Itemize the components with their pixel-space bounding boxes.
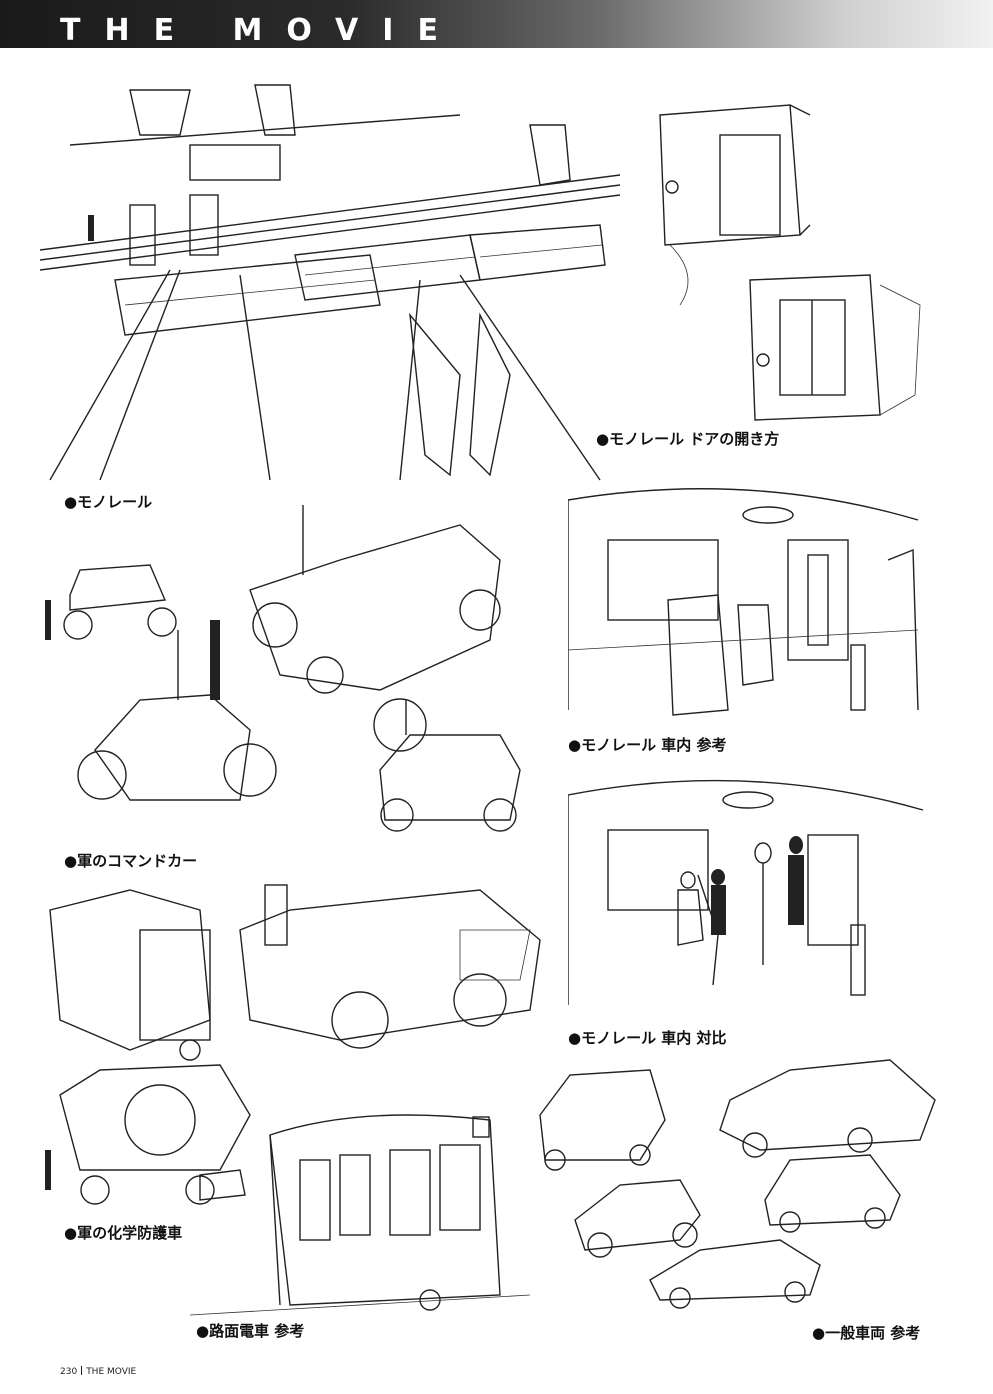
- general-vehicles-sketch: [530, 1050, 950, 1310]
- caption-command-car: ●軍のコマンドカー: [64, 852, 198, 870]
- caption-monorail-interior-compare: ●モノレール 車内 対比: [568, 1029, 727, 1047]
- page-header-title: THE MOVIE: [60, 13, 462, 48]
- caption-general-vehicles: ●一般車両 参考: [812, 1324, 921, 1342]
- monorail-door-sketch: [640, 95, 940, 445]
- monorail-interior-ref-sketch: [568, 480, 933, 730]
- caption-chem-vehicle: ●軍の化学防護車: [64, 1224, 183, 1242]
- page-footer: 230 THE MOVIE: [60, 1366, 136, 1377]
- command-car-sketch: [40, 500, 550, 840]
- footer-section: THE MOVIE: [86, 1367, 137, 1377]
- streetcar-sketch: [190, 1105, 530, 1335]
- footer-separator: [81, 1366, 83, 1375]
- caption-monorail: ●モノレール: [64, 493, 153, 511]
- caption-monorail-interior-ref: ●モノレール 車内 参考: [568, 736, 727, 754]
- monorail-sketch: [40, 75, 620, 485]
- caption-streetcar: ●路面電車 参考: [196, 1322, 305, 1340]
- page-header-band: THE MOVIE: [0, 0, 993, 48]
- monorail-interior-compare-sketch: [568, 765, 933, 1015]
- chem-vehicle-sketch: [40, 870, 560, 1220]
- page-number: 230: [60, 1367, 78, 1377]
- caption-monorail-door: ●モノレール ドアの開き方: [596, 430, 780, 448]
